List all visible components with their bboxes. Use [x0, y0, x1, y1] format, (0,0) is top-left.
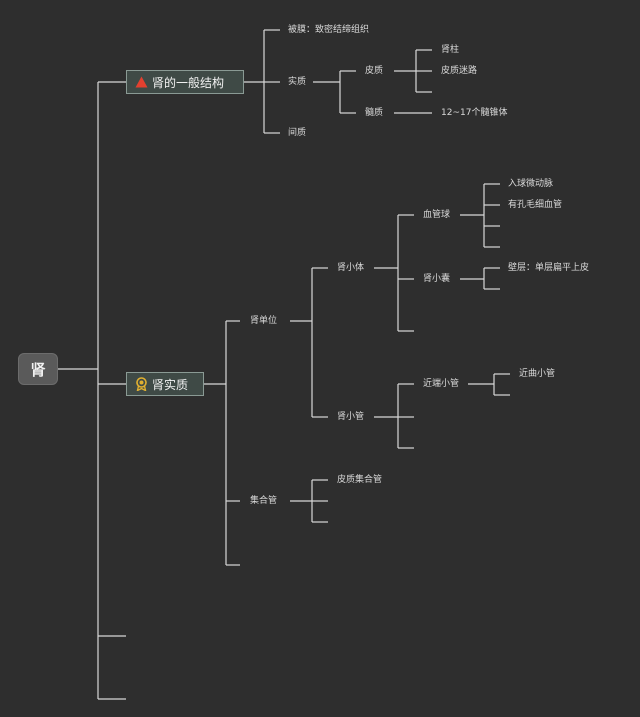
node-renal-tubule[interactable]: 肾小管: [337, 412, 365, 422]
warning-triangle-icon: [135, 76, 148, 88]
root-node[interactable]: 肾: [18, 353, 58, 385]
topic-label: 肾的一般结构: [152, 75, 225, 90]
node-bowman-capsule[interactable]: 肾小囊: [423, 274, 451, 284]
node-proximal-tubule[interactable]: 近端小管: [423, 379, 460, 389]
medal-icon: [136, 377, 147, 391]
topic-kidney-structure[interactable]: 肾的一般结构: [126, 70, 244, 94]
node-cortical-labyrinth[interactable]: 皮质迷路: [441, 66, 478, 76]
topic-label: 肾实质: [152, 377, 189, 392]
node-capsule[interactable]: 被膜：致密结缔组织: [288, 25, 370, 35]
node-substance[interactable]: 实质: [288, 77, 307, 87]
node-pyramids[interactable]: 12~17个髓锥体: [441, 108, 508, 118]
node-renal-corpuscle[interactable]: 肾小体: [337, 263, 365, 273]
node-medulla[interactable]: 髓质: [365, 108, 384, 118]
node-glomerulus[interactable]: 血管球: [423, 210, 451, 220]
node-interstitium[interactable]: 间质: [288, 128, 307, 138]
node-parietal-layer[interactable]: 壁层：单层扁平上皮: [508, 263, 590, 273]
node-afferent-arteriole[interactable]: 入球微动脉: [508, 179, 554, 189]
node-cortex[interactable]: 皮质: [365, 66, 384, 76]
node-proximal-convoluted[interactable]: 近曲小管: [519, 369, 556, 379]
node-fenestrated-capillary[interactable]: 有孔毛细血管: [508, 200, 563, 210]
node-nephron[interactable]: 肾单位: [250, 316, 278, 326]
node-collecting-duct[interactable]: 集合管: [250, 496, 278, 506]
node-renal-column[interactable]: 肾柱: [441, 45, 460, 55]
topic-renal-parenchyma[interactable]: 肾实质: [126, 372, 204, 396]
node-cortical-collecting[interactable]: 皮质集合管: [337, 475, 383, 485]
